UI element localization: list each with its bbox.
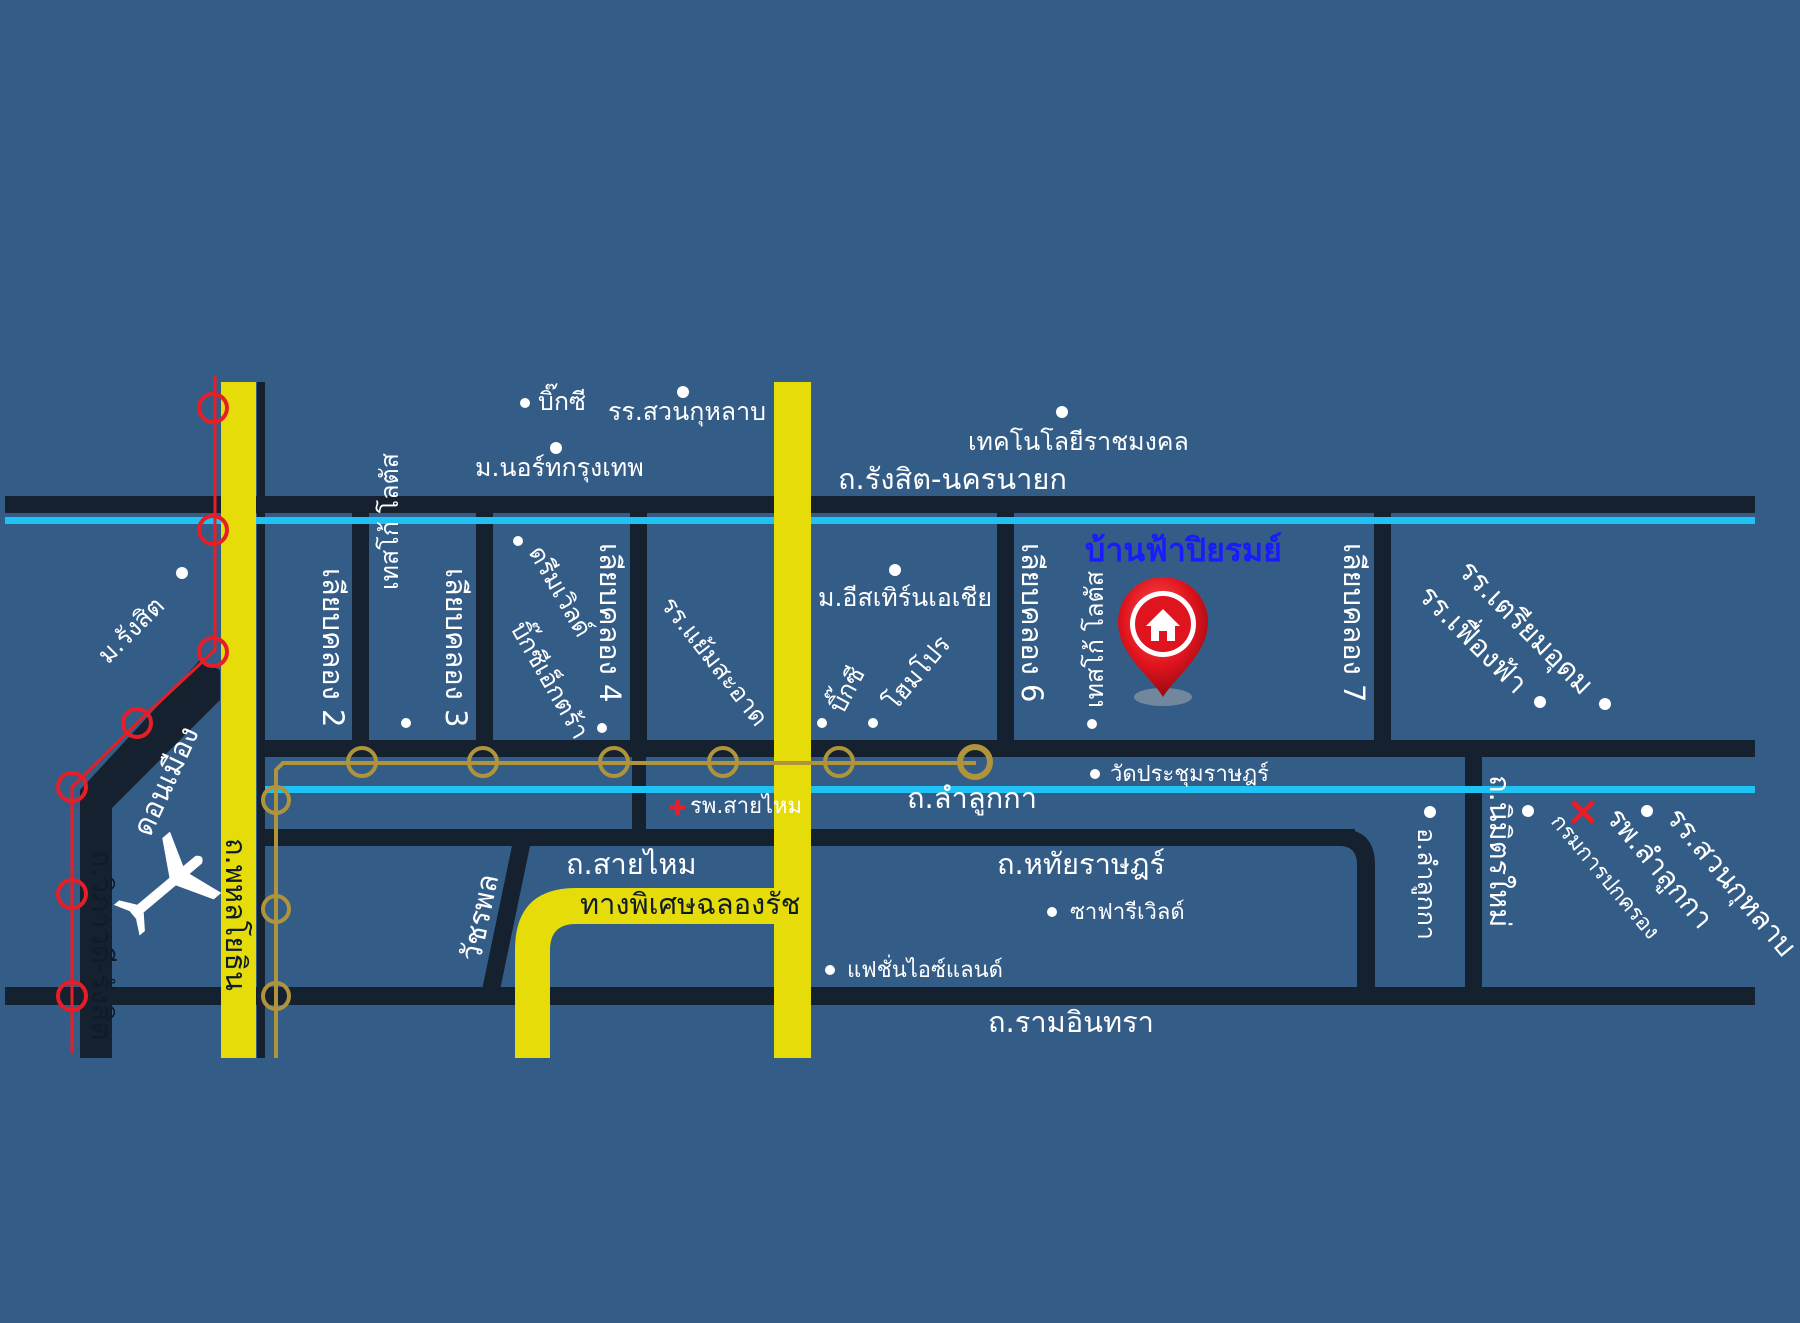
road-bypass-khlong-7 (1374, 513, 1391, 740)
poi-dot-icon (1599, 698, 1611, 710)
label-road-nimit-mai: ถ.นิมิตรใหม่ (1483, 775, 1517, 928)
road-nimit-mai (1465, 757, 1482, 990)
project-name: บ้านฟ้าปิยรมย์ (1085, 531, 1282, 569)
label-wat-prachum: วัดประชุมราษฎร์ (1110, 762, 1269, 787)
poi-dot-icon (817, 718, 827, 728)
label-big-c-top: บิ๊กซี (538, 383, 586, 416)
poi-dot-icon (1090, 769, 1100, 779)
canal-rangsit (5, 517, 1755, 524)
red-line-station (56, 878, 88, 910)
poi-dot-icon (1087, 719, 1097, 729)
road-rangsit-nakhon-nayok (5, 496, 1755, 513)
poi-dot-icon (1641, 805, 1653, 817)
poi-dot-icon (1047, 907, 1057, 917)
red-line-station (56, 980, 88, 1012)
road-phahonyothin-edge (257, 382, 265, 1058)
road-khlong-rat-expressway (515, 888, 811, 1058)
label-bypass-khlong-4: เลียบคลอง 4 (593, 543, 627, 703)
road-lam-luk-ka (265, 740, 1755, 757)
canal-lam-luk-ka (265, 786, 1755, 793)
green-line-station (261, 894, 291, 924)
green-line-terminal (957, 744, 993, 780)
poi-dot-icon (550, 442, 562, 454)
poi-dot-icon (1534, 696, 1546, 708)
poi-dot-icon (176, 567, 188, 579)
green-line-station (707, 746, 739, 778)
hospital-cross-icon (1571, 800, 1595, 824)
green-line-station (261, 785, 291, 815)
label-road-lam-luk-ka: ถ.ลำลูกกา (907, 781, 1037, 816)
red-line-station (197, 636, 229, 668)
label-road-phahonyothin: ถ.พหลโยธิน (219, 838, 253, 991)
airplane-icon (113, 831, 222, 936)
road-bypass-khlong-2-3 (352, 513, 369, 740)
label-sai-mai-hospital: รพ.สายไหม (690, 793, 802, 819)
label-lotus-khlong3: เทสโก้ โลตัส (375, 453, 404, 590)
poi-dot-icon (1522, 805, 1534, 817)
green-line-station (823, 746, 855, 778)
road-wacharaphon (482, 846, 530, 990)
label-khlong-rat-expressway-part: ทางพิเศษฉลองรัช (580, 887, 800, 921)
label-bypass-khlong-2: เลียบคลอง 2 (316, 568, 350, 728)
poi-dot-icon (520, 398, 530, 408)
major-roads (221, 382, 811, 1058)
poi-dot-icon (889, 564, 901, 576)
label-road-vibhavadi-rangsit: ถ.วิภาวดี-รังสิต (85, 850, 119, 1040)
road-network (5, 382, 1755, 1058)
red-line-station (56, 771, 88, 803)
poi-dot-icon (1056, 406, 1068, 418)
label-lotus-khlong6: เทสโก้ โลตัส (1080, 571, 1109, 708)
road-bypass-khlong-4-5 (630, 513, 647, 740)
label-fashion-island: แฟชั่นไอซ์แลนด์ (847, 954, 1003, 983)
label-road-ram-inthra: ถ.รามอินทรา (988, 1005, 1154, 1039)
label-rmut: เทคโนโลยีราชมงคล (968, 427, 1189, 456)
label-suankularb-top: รร.สวนกุหลาบ (608, 397, 766, 427)
road-ram-inthra (5, 987, 1755, 1005)
poi-dot-icon (401, 718, 411, 728)
road-hathai-rat-curve (1340, 829, 1375, 990)
label-bypass-khlong-3: เลียบคลอง 3 (439, 568, 473, 728)
label-safari-world: ซาฟารีเวิลด์ (1070, 900, 1185, 925)
green-line-station (261, 981, 291, 1011)
red-line-station (197, 392, 229, 424)
green-line-station (467, 746, 499, 778)
label-eastern-asia-univ: ม.อีสเทิร์นเอเชีย (818, 583, 992, 612)
road-vibhavadi-band (80, 660, 220, 1058)
road-bypass-khlong-6 (997, 513, 1014, 740)
label-road-sai-mai: ถ.สายไหม (566, 847, 697, 881)
poi-dots (176, 386, 1653, 975)
green-train-line (261, 744, 993, 1058)
poi-dot-icon (825, 965, 835, 975)
poi-dot-icon (1424, 806, 1436, 818)
label-road-rangsit-nakhon-nayok: ถ.รังสิต-นครนายก (838, 462, 1067, 496)
poi-dot-icon (597, 723, 607, 733)
green-line-station (598, 746, 630, 778)
label-north-bangkok-univ: ม.นอร์ทกรุงเทพ (475, 453, 644, 483)
label-road-hathai-rat: ถ.หทัยราษฎร์ (997, 847, 1165, 881)
hospital-cross-icon (670, 800, 685, 815)
canals (5, 517, 1755, 793)
road-vibhavadi-kaset-expressway (774, 382, 811, 1058)
red-line-station (121, 707, 153, 739)
label-amphoe-lamlukka: อ.ลำลูกกา (1411, 828, 1441, 940)
red-line-track (70, 376, 217, 1053)
poi-dot-icon (677, 386, 689, 398)
red-train-line (56, 376, 229, 1053)
road-phahonyothin (221, 382, 256, 1058)
red-line-station (197, 514, 229, 546)
green-line-station (346, 746, 378, 778)
poi-dot-icon (513, 536, 523, 546)
poi-dot-icon (868, 718, 878, 728)
home-pin-icon[interactable] (1118, 577, 1208, 706)
road-bypass-khlong-3-4 (476, 513, 493, 740)
label-bypass-khlong-6: เลียบคลอง 6 (1015, 543, 1049, 703)
label-bypass-khlong-7: เลียบคลอง 7 (1337, 543, 1371, 703)
